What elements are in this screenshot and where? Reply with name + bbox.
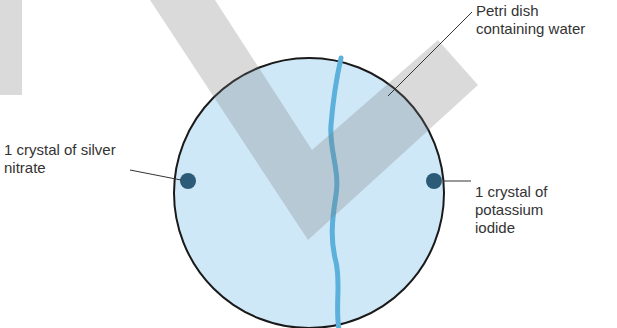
watermark: [0, 0, 478, 240]
leader-line: [388, 12, 472, 96]
potassium-iodide-crystal: [426, 173, 442, 189]
callout-label: 1 crystal of silver nitrate: [4, 141, 122, 177]
callout-label: Petri dish containing water: [476, 2, 601, 38]
silver-nitrate-crystal: [180, 173, 196, 189]
leader-line: [443, 181, 471, 182]
callout-label: 1 crystal of potassium iodide: [475, 183, 575, 237]
leader-line: [130, 170, 181, 180]
